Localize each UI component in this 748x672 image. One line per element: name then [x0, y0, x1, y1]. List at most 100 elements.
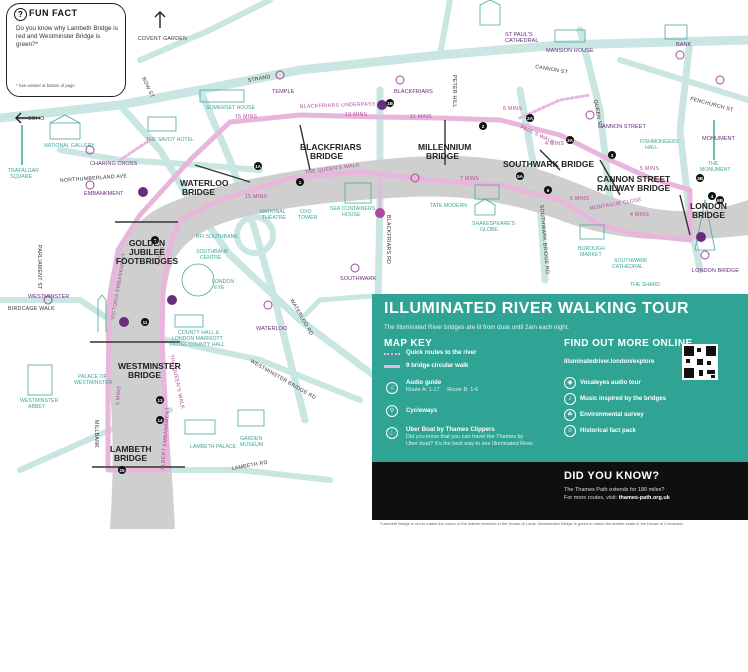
online-item-environment[interactable]: Environmental survey — [580, 411, 644, 418]
audio-stops — [118, 99, 724, 474]
key-quick-routes: Quick routes to the river — [406, 349, 477, 356]
fun-fact-box: ? FUN FACT Do you know why Lambeth Bridg… — [6, 3, 126, 97]
stop-marker — [156, 396, 164, 404]
label-waterloo: WATERLOO — [256, 326, 288, 332]
label-the-shard: THE SHARD — [630, 282, 660, 288]
lambeth-palace-icon — [184, 419, 216, 435]
duration-label: 13 MINS — [345, 112, 368, 118]
tate-modern-icon — [474, 184, 500, 200]
stop-marker — [696, 174, 704, 182]
fun-fact-title: FUN FACT — [29, 8, 78, 18]
info-panel-bottom: ILLUMINATED RIVER DID YOU KNOW? The Tham… — [372, 462, 748, 670]
stop-number: 8 — [154, 238, 157, 243]
tube-icon — [585, 110, 595, 120]
arrow-left-icon — [15, 112, 40, 124]
river-thames — [105, 155, 748, 529]
did-you-know-line-2: For more routes, visit: thames-path.org.… — [564, 495, 670, 502]
stop-marker — [386, 99, 394, 107]
label-peter-hill: PETER HILL — [451, 75, 457, 108]
label-blackfriars-rd: BLACKFRIARS RD — [385, 215, 391, 264]
label-millbank: MILLBANK — [93, 420, 99, 448]
duration-label: 11 MINS — [410, 114, 432, 120]
online-item-fact-pack[interactable]: Historical fact pack — [580, 427, 636, 434]
roads — [0, 0, 748, 483]
london-eye-icon — [181, 263, 215, 297]
label-cannon-street: CANNON STREET — [598, 124, 646, 130]
uber-boat-icon — [377, 100, 387, 110]
uber-boat-icon: ⚓ — [386, 427, 398, 439]
duration-label: 8 MINS — [503, 106, 522, 112]
quick-route-swatch — [384, 353, 400, 355]
circular-walk-swatch — [384, 365, 400, 368]
label-birdcage-walk: BIRDCAGE WALK — [8, 306, 55, 312]
online-item-music[interactable]: Music inspired by the bridges — [580, 395, 667, 402]
duration-label: 15 MINS — [235, 114, 258, 120]
duration-label: 5 MINS — [570, 196, 589, 202]
stop-marker — [566, 136, 574, 144]
label-westminster: WESTMINSTER — [28, 294, 69, 300]
answer-strip: *Lambeth Bridge is red to match the colo… — [372, 520, 748, 529]
stop-number: 6 — [547, 188, 550, 193]
mansion-house-icon — [554, 29, 586, 43]
stop-marker — [296, 178, 304, 186]
label-northumberland-ave: NORTHUMBERLAND AVE — [60, 173, 128, 184]
stop-number: 11 — [143, 320, 148, 325]
explore-url[interactable]: illuminatedriver.london/explore — [564, 358, 655, 365]
did-you-know-heading: DID YOU KNOW? — [564, 470, 660, 482]
key-audio-routes: Route A: 1-17 Route B: 1-6 — [406, 387, 479, 393]
duration-label: 6 MINS — [115, 385, 123, 405]
online-item-vocaleyes[interactable]: Vocaleyes audio tour — [580, 379, 641, 386]
qr-code[interactable] — [682, 344, 718, 380]
label-national-gallery: NATIONAL GALLERY — [44, 143, 95, 149]
uber-boat-icon — [696, 232, 706, 242]
thames-path-link[interactable]: thames-path.org.uk — [618, 495, 670, 501]
tube-icon — [263, 300, 273, 310]
stop-number: 4 — [711, 194, 714, 199]
stop-marker — [526, 114, 534, 122]
map-key-heading: MAP KEY — [384, 338, 433, 349]
stop-marker — [708, 192, 716, 200]
key-uber-boat: Uber Boat by Thames Clippers — [406, 426, 495, 433]
boat-piers — [119, 100, 706, 327]
label-tate-modern: TATE MODERN — [430, 203, 467, 209]
stop-marker — [544, 186, 552, 194]
label-soho: SOHO — [28, 116, 44, 122]
cannon-st-bridge-deck — [599, 159, 621, 196]
cycleway-icon: ⚲ — [386, 405, 398, 417]
uber-boat-icon — [138, 187, 148, 197]
duration-label: 5 MINS — [640, 166, 659, 172]
globe-icon — [474, 198, 496, 216]
stop-number: 1B — [387, 101, 394, 106]
stop-number: 13 — [157, 398, 163, 403]
waterloo-bridge-deck — [194, 164, 251, 183]
fun-fact-text: Do you know why Lambeth Bridge is red an… — [16, 25, 118, 48]
tube-icon — [700, 250, 710, 260]
st-pauls-icon — [479, 0, 501, 26]
stop-marker — [141, 318, 149, 326]
tube-icon — [350, 263, 360, 273]
tube-icon — [85, 145, 95, 155]
stop-marker — [118, 466, 126, 474]
stop-number: 2A — [527, 116, 534, 121]
stop-numbers: 1 1A 1B 2 2A 3A 3 4B 4 6 5A 13 14 15 11 … — [119, 101, 723, 473]
label-southwark: SOUTHWARK — [340, 276, 376, 282]
cycleway-icon — [375, 208, 385, 218]
stop-number: 6B — [717, 198, 724, 203]
london-bridge-deck — [679, 194, 691, 236]
stop-number: 14 — [157, 418, 163, 423]
stop-number: 1 — [299, 180, 302, 185]
key-cycleways: Cycleways — [406, 407, 438, 414]
label-albert-embankment: ALBERT EMBANKMENT — [160, 406, 172, 470]
vocaleyes-icon: ◉ — [564, 377, 576, 389]
stop-marker — [516, 172, 524, 180]
